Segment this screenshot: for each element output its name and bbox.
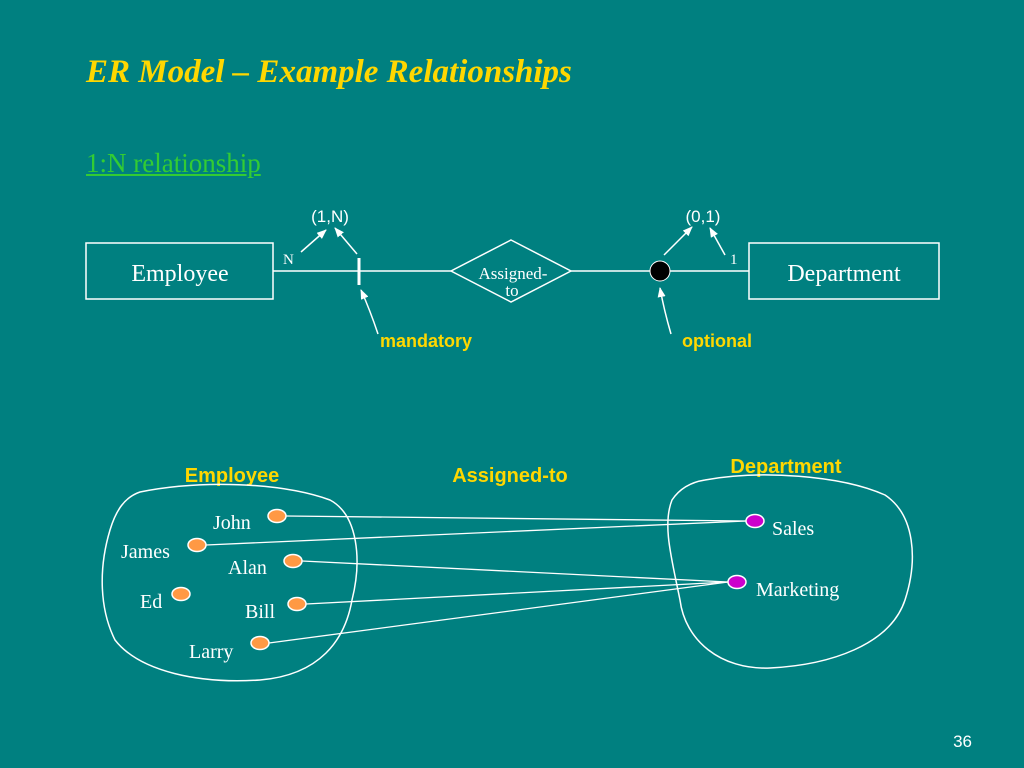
employee-set-heading: Employee bbox=[185, 465, 279, 487]
slide-title: ER Model – Example Relationships bbox=[86, 54, 572, 90]
employee-name: Alan bbox=[228, 557, 267, 579]
employee-name: Bill bbox=[245, 601, 275, 623]
relationship-label-line1: Assigned- bbox=[479, 264, 548, 283]
assignment-line-alan-marketing bbox=[301, 560, 729, 583]
employee-member-james: James bbox=[121, 537, 207, 563]
employee-dot bbox=[283, 553, 303, 569]
department-set-boundary bbox=[667, 474, 914, 669]
assignment-line-james-sales bbox=[205, 520, 747, 546]
department-name: Sales bbox=[772, 518, 814, 540]
employee-name: Larry bbox=[189, 641, 233, 663]
relationship-set-heading: Assigned-to bbox=[452, 465, 568, 487]
relationship-diamond bbox=[449, 239, 573, 303]
department-set-heading: Department bbox=[730, 456, 841, 478]
optional-pointer-arrow bbox=[657, 287, 672, 335]
right-participation: (0,1) bbox=[686, 207, 721, 226]
optional-label: optional bbox=[682, 331, 752, 351]
employee-member-john: John bbox=[213, 508, 287, 534]
relationship-label-line2: to bbox=[505, 281, 518, 300]
assignment-line-bill-marketing bbox=[305, 581, 729, 605]
employee-set-boundary bbox=[101, 483, 358, 682]
right-participation-arrow-1 bbox=[663, 226, 693, 256]
assignment-line-john-sales bbox=[285, 515, 747, 522]
er-diagram: Employee Department Assigned- to N 1 (1,… bbox=[85, 207, 940, 351]
page-number: 36 bbox=[953, 732, 972, 751]
right-participation-arrow-2 bbox=[709, 227, 726, 256]
left-participation: (1,N) bbox=[311, 207, 349, 226]
department-dot bbox=[745, 513, 765, 529]
department-dot bbox=[727, 574, 747, 590]
mandatory-pointer-arrow bbox=[360, 289, 379, 335]
left-participation-arrow-1 bbox=[300, 229, 327, 253]
employee-member-larry: Larry bbox=[189, 635, 270, 663]
optional-circle bbox=[649, 260, 671, 282]
right-cardinality: 1 bbox=[730, 252, 738, 268]
employee-name: Ed bbox=[140, 591, 162, 613]
department-member-marketing: Marketing bbox=[727, 574, 839, 601]
department-name: Marketing bbox=[756, 579, 839, 601]
mandatory-label: mandatory bbox=[380, 331, 472, 351]
employee-dot bbox=[287, 596, 307, 612]
employee-member-alan: Alan bbox=[228, 553, 303, 579]
instance-diagram: Employee Assigned-to Department John Jam… bbox=[101, 456, 914, 682]
employee-dot bbox=[171, 586, 191, 602]
employee-member-ed: Ed bbox=[140, 586, 191, 613]
employee-dot bbox=[267, 508, 287, 524]
slide-subtitle: 1:N relationship bbox=[86, 148, 261, 178]
employee-name: John bbox=[213, 512, 251, 534]
assignment-line-larry-marketing bbox=[268, 581, 729, 644]
left-cardinality: N bbox=[283, 252, 294, 268]
employee-dot bbox=[187, 537, 207, 553]
employee-entity-label: Employee bbox=[131, 261, 228, 287]
department-member-sales: Sales bbox=[745, 513, 814, 540]
department-entity-label: Department bbox=[787, 261, 901, 287]
employee-dot bbox=[250, 635, 270, 651]
employee-name: James bbox=[121, 541, 170, 563]
assignment-lines bbox=[205, 515, 747, 644]
left-participation-arrow-2 bbox=[334, 227, 358, 255]
employee-member-bill: Bill bbox=[245, 596, 307, 623]
